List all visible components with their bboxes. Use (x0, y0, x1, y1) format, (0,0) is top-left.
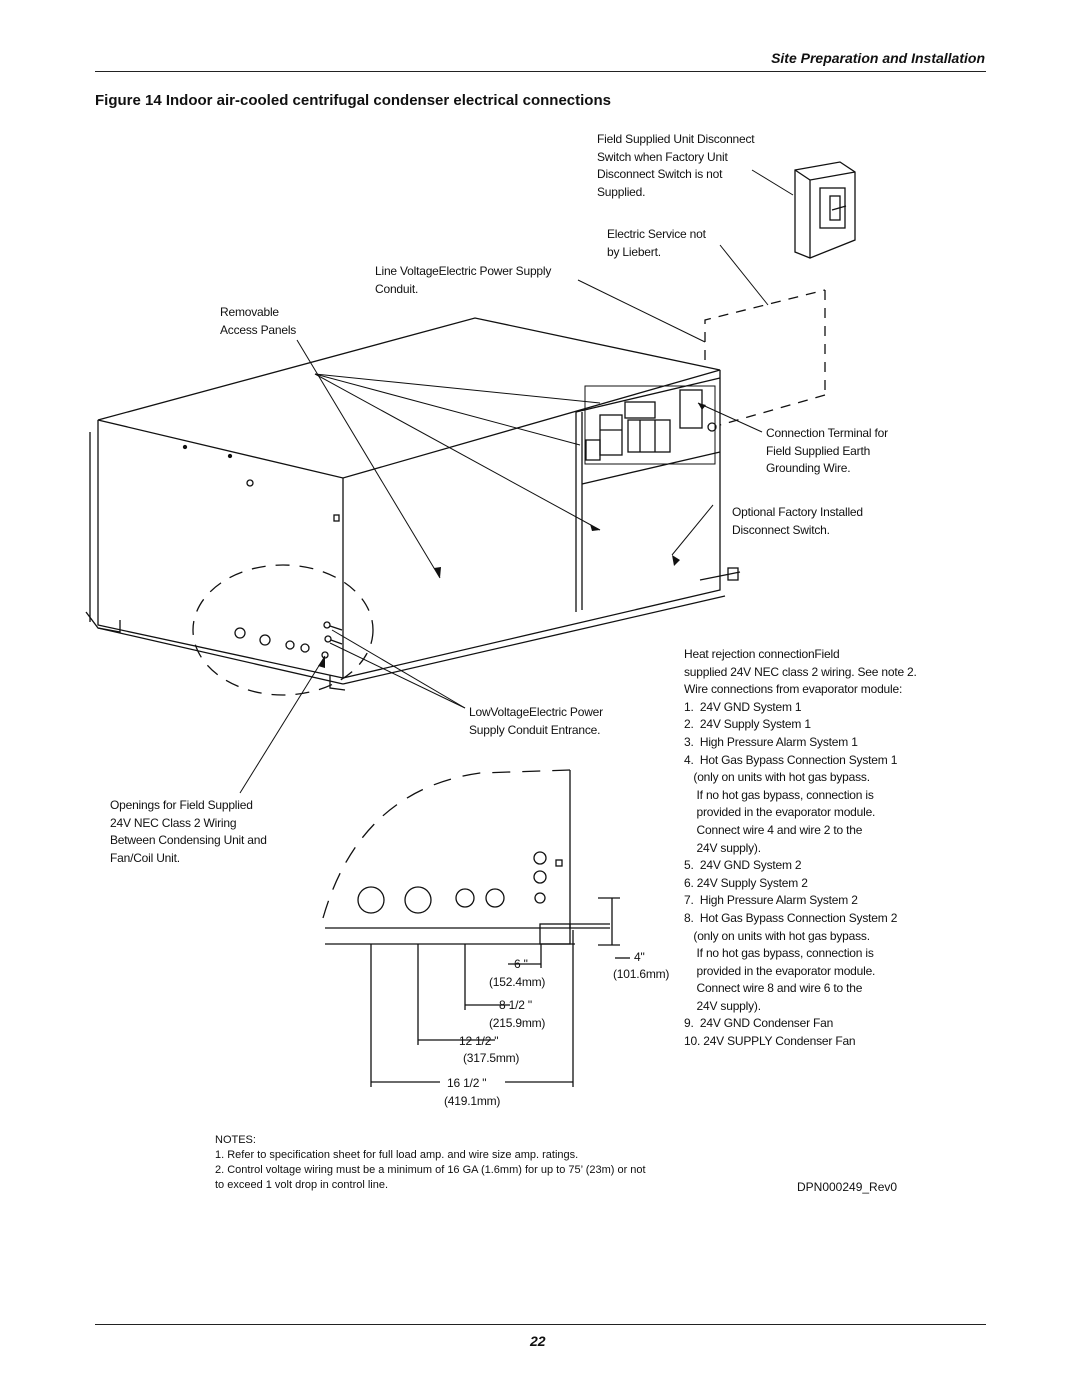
callout-low-voltage: LowVoltageElectric Power Supply Conduit … (469, 705, 603, 737)
dim-8-5in-mm: (215.9mm) (489, 1016, 546, 1030)
heat-rejection-wiring-list: Heat rejection connectionField supplied … (684, 646, 917, 1051)
wire-list-item: 24V supply). (684, 840, 762, 855)
callout-line-voltage: Line VoltageElectric Power Supply Condui… (375, 264, 552, 296)
callout-factory-disconnect: Optional Factory Installed Disconnect Sw… (732, 505, 863, 537)
dim-8-5in: 8 1/2 " (499, 998, 532, 1012)
callout-electric-service: Electric Service not by Liebert. (607, 227, 706, 259)
wire-list-item: Connect wire 8 and wire 6 to the (684, 981, 863, 996)
wire-list-item: If no hot gas bypass, connection is (684, 787, 874, 802)
wire-list-item: 10. 24V SUPPLY Condenser Fan (684, 1034, 856, 1049)
side-openings (234, 621, 343, 659)
section-header: Site Preparation and Installation (771, 50, 985, 66)
dim-12-5in: 12 1/2 " (459, 1034, 499, 1048)
leader-lines (239, 169, 794, 794)
dim-16-5in: 16 1/2 " (447, 1076, 487, 1090)
service-wiring (704, 289, 826, 426)
page-number: 22 (530, 1333, 546, 1349)
detail-view (322, 769, 630, 1087)
disconnect-switch-internal (585, 389, 703, 461)
callout-unit-disconnect: Field Supplied Unit Disconnect Switch wh… (597, 132, 755, 199)
header-rule (95, 71, 986, 72)
wire-list-item: (only on units with hot gas bypass. (684, 770, 870, 785)
wire-list-item: 6. 24V Supply System 2 (684, 875, 808, 890)
wire-list-item: (only on units with hot gas bypass. (684, 928, 870, 943)
callout-ground-terminal: Connection Terminal for Field Supplied E… (766, 426, 888, 476)
wire-list-item: 2. 24V Supply System 1 (684, 717, 811, 732)
dim-16-5in-mm: (419.1mm) (444, 1094, 501, 1108)
footer-rule (95, 1324, 986, 1325)
notes: NOTES: 1. Refer to specification sheet f… (215, 1134, 646, 1191)
wire-list-item: 4. Hot Gas Bypass Connection System 1 (684, 752, 898, 767)
callout-access-panels: Removable Access Panels (220, 305, 297, 337)
callout-field-openings: Openings for Field Supplied 24V NEC Clas… (110, 798, 267, 865)
wire-connection-list: 1. 24V GND System 1 2. 24V Supply System … (684, 699, 917, 1051)
dim-12-5in-mm: (317.5mm) (463, 1051, 520, 1065)
wire-list-item: If no hot gas bypass, connection is (684, 946, 874, 961)
wall-disconnect-switch (794, 161, 856, 259)
wire-list-item: provided in the evaporator module. (684, 805, 876, 820)
wire-list-item: 7. High Pressure Alarm System 2 (684, 893, 858, 908)
wire-list-item: 24V supply). (684, 998, 762, 1013)
wire-list-item: 8. Hot Gas Bypass Connection System 2 (684, 910, 898, 925)
dim-4in: 4" (634, 950, 645, 964)
dim-6in: 6 " (514, 957, 528, 971)
condenser-cabinet (85, 317, 741, 691)
dim-4in-mm: (101.6mm) (613, 967, 670, 981)
document-id: DPN000249_Rev0 (797, 1180, 898, 1194)
wire-list-item: provided in the evaporator module. (684, 963, 876, 978)
wire-list-item: 1. 24V GND System 1 (684, 699, 802, 714)
figure-title: Figure 14 Indoor air-cooled centrifugal … (95, 92, 611, 109)
dim-6in-mm: (152.4mm) (489, 975, 546, 989)
wire-list-item: 3. High Pressure Alarm System 1 (684, 734, 858, 749)
wire-list-item: Connect wire 4 and wire 2 to the (684, 822, 863, 837)
wire-list-item: 5. 24V GND System 2 (684, 858, 802, 873)
wire-list-item: 9. 24V GND Condenser Fan (684, 1016, 834, 1031)
